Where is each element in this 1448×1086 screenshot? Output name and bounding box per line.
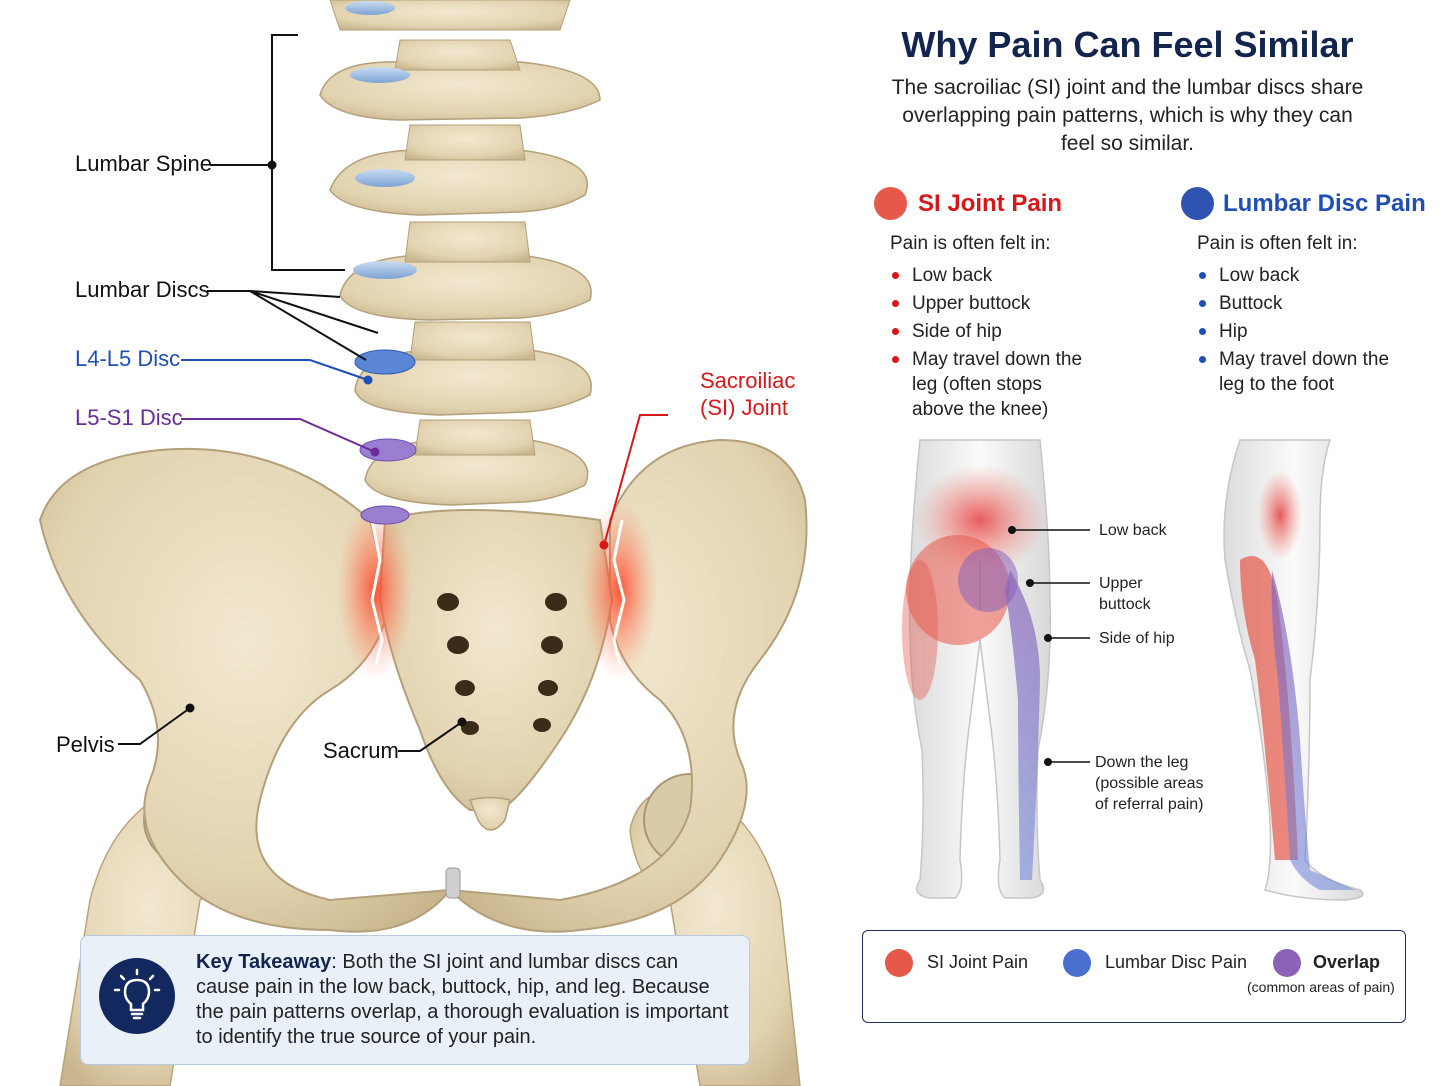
label-lumbar-discs: Lumbar Discs xyxy=(75,277,210,302)
list-item: Upper buttock xyxy=(890,291,1110,316)
legend-disc-label: Lumbar Disc Pain xyxy=(1105,952,1248,972)
callout-low-back: Low back xyxy=(1099,522,1167,539)
key-takeaway-label: Key Takeaway xyxy=(196,951,332,973)
legend-overlap-swatch xyxy=(1273,949,1301,977)
page-title: Why Pain Can Feel Similar xyxy=(901,24,1354,65)
legend-disc-swatch xyxy=(1063,949,1091,977)
si-felt-label: Pain is often felt in: xyxy=(890,233,1051,254)
coccyx xyxy=(468,796,511,831)
list-item: Hip xyxy=(1197,319,1397,344)
si-pain-list: Low back Upper buttock Side of hip May t… xyxy=(890,263,1110,425)
disc-heading: Lumbar Disc Pain xyxy=(1223,190,1426,217)
label-lumbar-spine: Lumbar Spine xyxy=(75,151,212,176)
list-item: May travel down the leg to the foot xyxy=(1197,347,1399,397)
legend-si-label: SI Joint Pain xyxy=(927,952,1029,972)
side-view-figure xyxy=(1223,439,1364,901)
key-takeaway-body: : Both the SI joint and lumbar discs can… xyxy=(196,951,729,1048)
sacral-foramina xyxy=(437,593,567,735)
disc-pain-list: Low back Buttock Hip May travel down the… xyxy=(1197,263,1397,400)
label-l5-s1-disc: L5-S1 Disc xyxy=(75,405,183,430)
sacrum-bone xyxy=(378,509,614,811)
lightbulb-icon xyxy=(99,958,175,1034)
label-si-joint-line1: Sacroiliac xyxy=(700,368,796,393)
legend-si-swatch xyxy=(885,949,913,977)
key-takeaway-text: Key Takeaway: Both the SI joint and lumb… xyxy=(196,950,736,1050)
body-pain-figures xyxy=(902,439,1364,901)
callout-upper-buttock: Upper buttock xyxy=(1099,575,1151,613)
list-item: Low back xyxy=(1197,263,1397,288)
label-pelvis: Pelvis xyxy=(56,732,115,757)
key-takeaway-box: Key Takeaway: Both the SI joint and lumb… xyxy=(80,935,750,1065)
label-si-joint-line2: (SI) Joint xyxy=(700,395,789,420)
list-item: Low back xyxy=(890,263,1110,288)
back-view-figure xyxy=(902,439,1051,899)
disc-dot-icon xyxy=(1181,187,1214,220)
callout-down-the-leg: Down the leg (possible areas of referral… xyxy=(1095,754,1204,813)
color-legend: SI Joint Pain Lumbar Disc Pain Overlap (… xyxy=(862,930,1406,1023)
page-subtitle: The sacroiliac (SI) joint and the lumbar… xyxy=(891,76,1364,155)
label-si-joint: Sacroiliac (SI) Joint xyxy=(700,367,795,421)
lumbar-vertebrae xyxy=(319,0,601,525)
list-item: May travel down the leg (often stops abo… xyxy=(890,347,1092,422)
pubic-symphysis xyxy=(445,867,461,899)
callout-side-of-hip: Side of hip xyxy=(1099,630,1175,647)
leader-lines xyxy=(118,34,463,752)
disc-felt-label: Pain is often felt in: xyxy=(1197,233,1358,254)
legend-overlap-note: (common areas of pain) xyxy=(1247,979,1395,995)
list-item: Side of hip xyxy=(890,319,1110,344)
label-l4-l5-disc: L4-L5 Disc xyxy=(75,346,181,371)
legend-overlap-label: Overlap xyxy=(1313,952,1381,972)
spine-pelvis-illustration xyxy=(38,0,808,1086)
si-heading: SI Joint Pain xyxy=(918,190,1063,217)
label-sacrum: Sacrum xyxy=(323,738,399,763)
si-dot-icon xyxy=(874,187,907,220)
ilium-right xyxy=(447,438,808,933)
list-item: Buttock xyxy=(1197,291,1397,316)
